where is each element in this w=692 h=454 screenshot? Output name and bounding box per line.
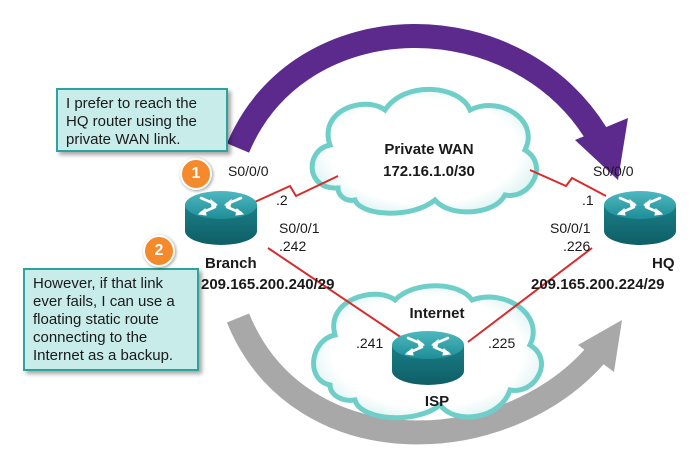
- hq-network: 209.165.200.224/29: [531, 276, 664, 293]
- isp-name: ISP: [425, 393, 449, 410]
- branch-s000-host: .2: [276, 192, 288, 208]
- branch-name: Branch: [205, 255, 257, 272]
- link-branch-isp: [267, 247, 406, 341]
- callout-backup-route-text: However, if that link ever fails, I can …: [33, 275, 175, 364]
- link-hq-private-wan: [529, 169, 607, 197]
- branch-network: 209.165.200.240/29: [201, 276, 334, 293]
- private-wan-title: Private WAN: [384, 141, 473, 158]
- hq-name: HQ: [652, 255, 675, 272]
- branch-s000-label: S0/0/0: [228, 163, 269, 179]
- branch-router-icon[interactable]: [183, 189, 259, 247]
- hq-router-icon[interactable]: [602, 189, 678, 247]
- callout-primary-route: I prefer to reach the HQ router using th…: [56, 88, 228, 152]
- internet-title: Internet: [409, 305, 464, 322]
- link-branch-private-wan: [247, 175, 339, 206]
- hq-s000-label: S0/0/0: [593, 163, 634, 179]
- private-wan-network: 172.16.1.0/30: [383, 163, 475, 180]
- step-two-badge: 2: [143, 235, 175, 267]
- branch-s001-host: .242: [279, 238, 306, 254]
- hq-s001-label: S0/0/1: [550, 220, 591, 236]
- backup-route-arrowhead: [578, 320, 622, 372]
- hq-s000-host: .1: [582, 192, 594, 208]
- backup-route-arrow: [226, 313, 610, 445]
- private-wan-cloud: [309, 86, 539, 216]
- callout-primary-route-text: I prefer to reach the HQ router using th…: [66, 95, 197, 148]
- isp-router-icon[interactable]: [390, 329, 466, 387]
- primary-route-arrow: [226, 24, 611, 153]
- isp-right-host: .225: [488, 335, 515, 351]
- step-one-badge: 1: [180, 158, 212, 190]
- hq-s001-host: .226: [563, 238, 590, 254]
- isp-left-host: .241: [356, 335, 383, 351]
- branch-s001-label: S0/0/1: [279, 220, 320, 236]
- link-hq-isp: [467, 247, 593, 343]
- callout-backup-route: However, if that link ever fails, I can …: [23, 268, 199, 371]
- primary-route-arrowhead: [575, 118, 628, 180]
